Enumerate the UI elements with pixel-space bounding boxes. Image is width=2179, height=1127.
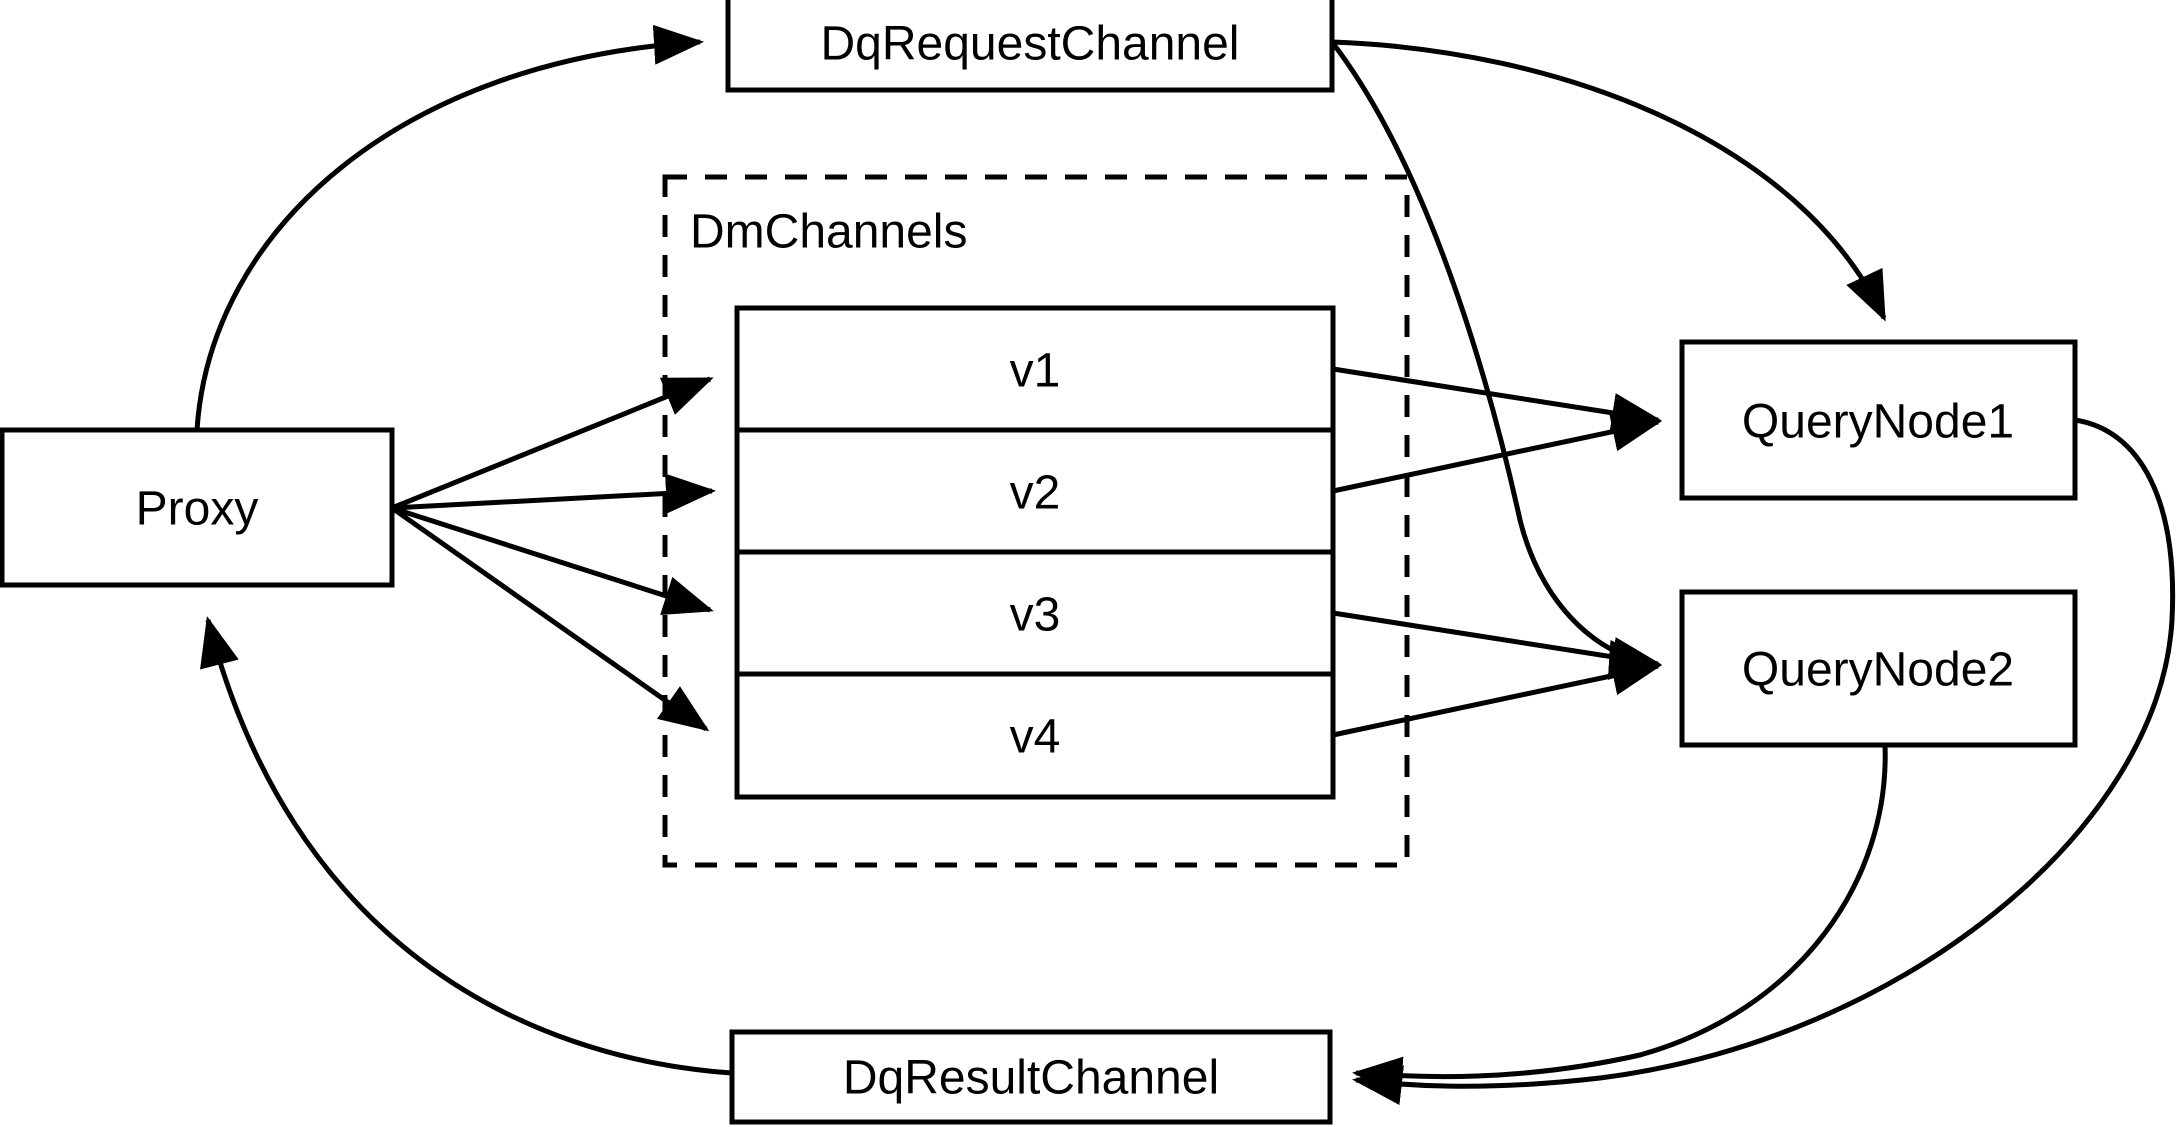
edge-proxy-to-v1 xyxy=(391,376,714,511)
dm-channels-group-label: DmChannels xyxy=(690,206,967,259)
edge-dq-request-channel-to-query-node-1 xyxy=(1331,39,1887,322)
edge-proxy-to-v2 xyxy=(391,473,716,514)
node-dq-result-channel-box[interactable] xyxy=(729,1029,1333,1125)
node-query-node-1-label: QueryNode1 xyxy=(1742,396,2014,449)
dm-channels-group: DmChannels xyxy=(662,174,1410,868)
edge-v1-to-query-node-1 xyxy=(1332,366,1662,433)
node-dq-result-channel[interactable]: DqResultChannel xyxy=(729,1029,1333,1125)
dm-channel-row-v3[interactable]: v3 xyxy=(1010,589,1061,642)
edge-v4-to-query-node-2 xyxy=(1332,655,1662,738)
edge-proxy-to-v4 xyxy=(390,505,710,732)
dm-channel-row-v2[interactable]: v2 xyxy=(1010,467,1061,520)
node-proxy-label: Proxy xyxy=(136,483,259,536)
node-query-node-2[interactable]: QueryNode2 xyxy=(1679,589,2078,748)
edge-proxy-to-v3 xyxy=(391,505,714,615)
edge-query-node-2-to-dq-result-channel xyxy=(1352,744,1888,1097)
node-query-node-1-box[interactable] xyxy=(1679,339,2078,501)
node-query-node-2-label: QueryNode2 xyxy=(1742,644,2014,697)
dm-channels-group-border xyxy=(662,174,1410,868)
node-dq-request-channel-box[interactable] xyxy=(725,0,1335,93)
edge-proxy-to-dq-request-channel xyxy=(194,24,704,431)
dm-channel-row-v4[interactable]: v4 xyxy=(1010,711,1061,764)
node-dq-result-channel-label: DqResultChannel xyxy=(843,1052,1219,1105)
dm-channel-row-v1[interactable]: v1 xyxy=(1010,345,1061,398)
edge-layer xyxy=(194,24,2176,1106)
node-proxy-box[interactable] xyxy=(0,427,395,588)
edge-dq-request-channel-to-query-node-2 xyxy=(1330,40,1659,680)
edge-dq-result-channel-to-proxy xyxy=(200,616,733,1076)
edge-query-node-1-to-dq-result-channel xyxy=(1352,417,2176,1106)
node-proxy[interactable]: Proxy xyxy=(0,427,395,588)
edge-v2-to-query-node-1 xyxy=(1332,411,1662,494)
node-query-node-2-box[interactable] xyxy=(1679,589,2078,748)
node-query-node-1[interactable]: QueryNode1 xyxy=(1679,339,2078,501)
node-dq-request-channel-label: DqRequestChannel xyxy=(821,18,1240,71)
node-dq-request-channel[interactable]: DqRequestChannel xyxy=(725,0,1335,93)
edge-v3-to-query-node-2 xyxy=(1332,610,1662,677)
dm-channel-table: v1 v2 v3 v4 xyxy=(734,305,1336,800)
